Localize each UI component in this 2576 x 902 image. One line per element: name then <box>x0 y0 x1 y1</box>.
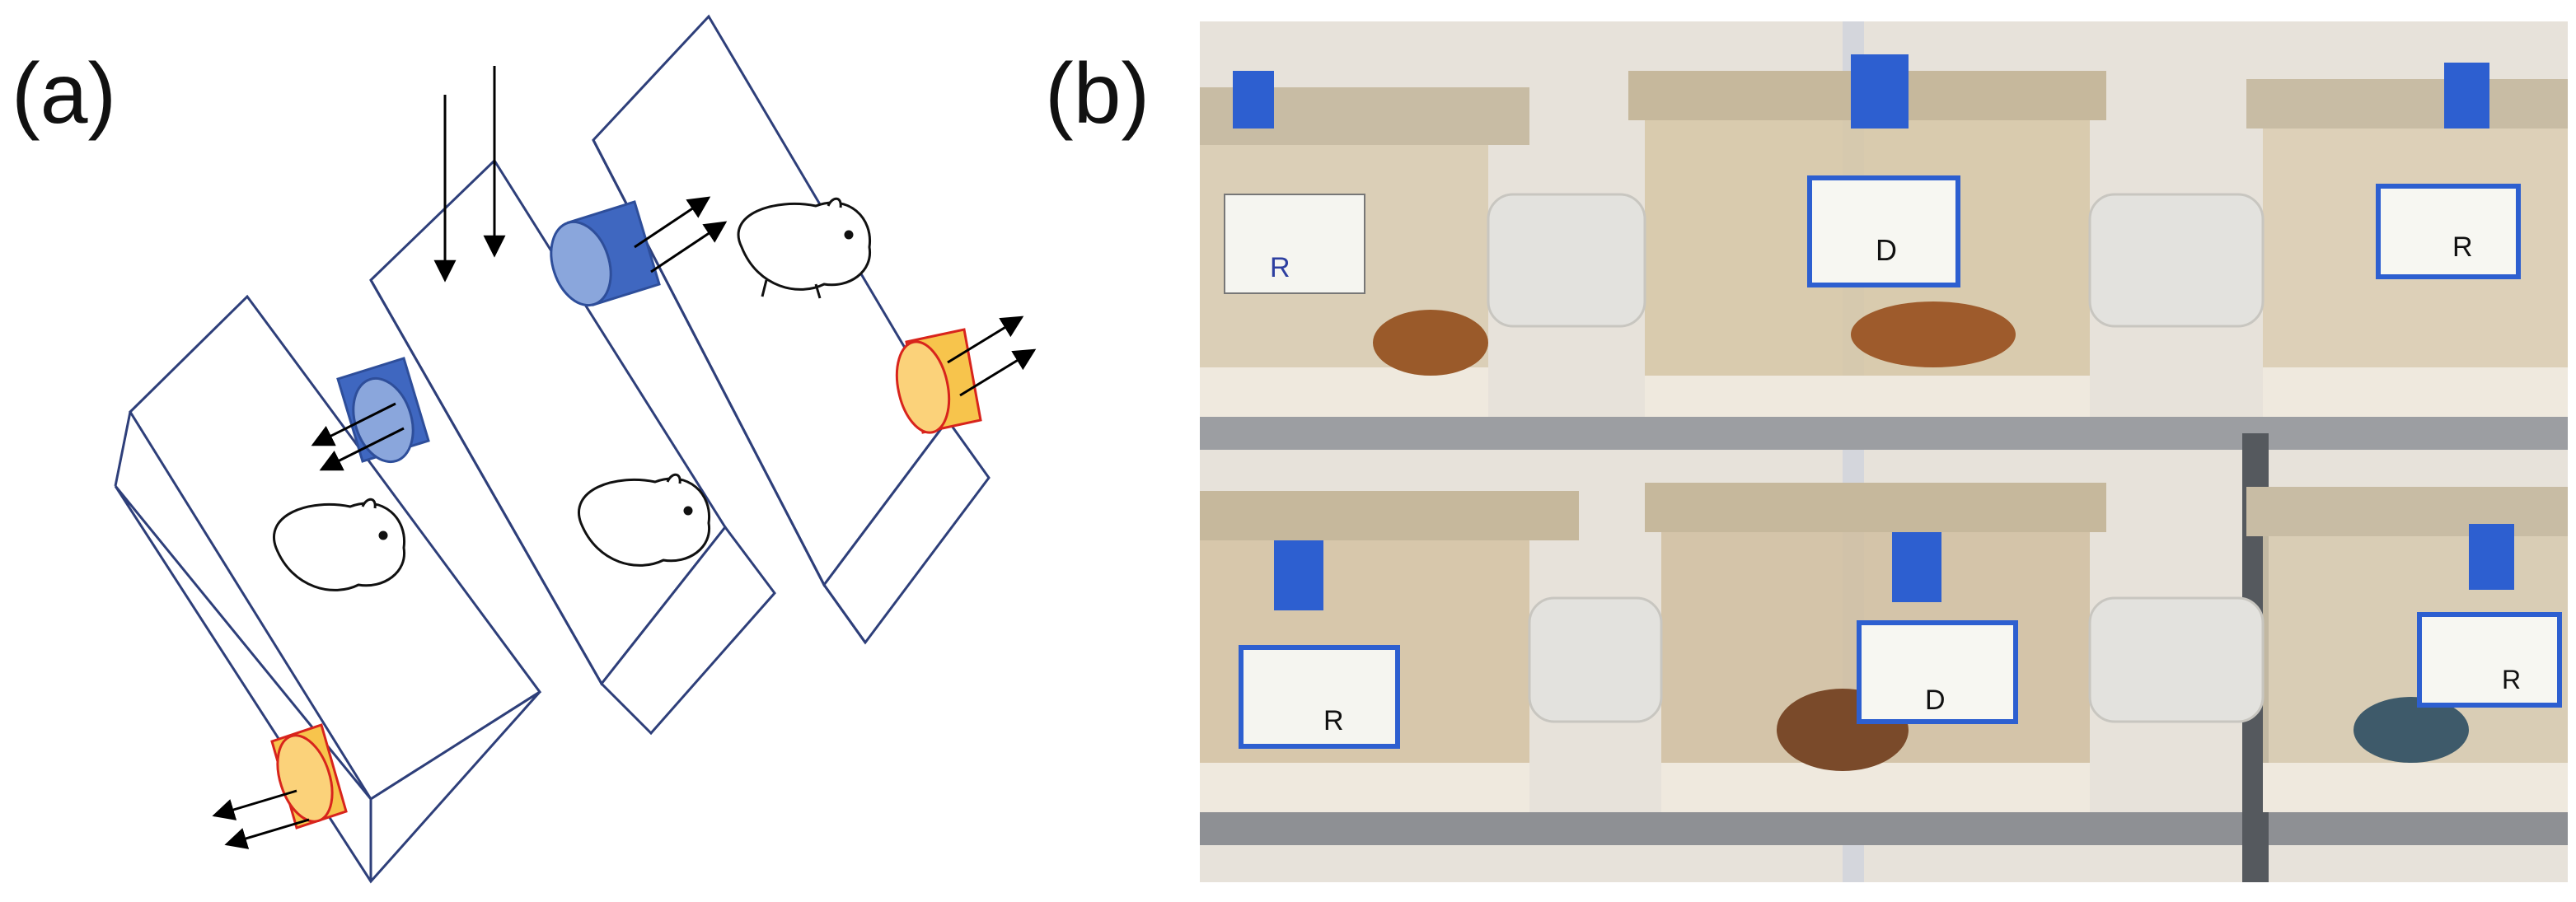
airflow-arrows-upper <box>634 196 728 273</box>
tube-top-left <box>1487 193 1646 328</box>
card-letter-bottom-middle: D <box>1925 685 1946 716</box>
upper-shelf <box>1200 417 2568 450</box>
airflow-arrows-lower <box>311 402 405 471</box>
cage-top-middle <box>1628 54 2106 417</box>
exhaust-filter-left <box>270 723 348 830</box>
card-letter-bottom-right: R <box>2502 665 2521 694</box>
panel-a-label: (a) <box>12 46 117 142</box>
cage-bottom-right <box>2246 487 2568 812</box>
cage-bottom-left <box>1200 491 1579 812</box>
cage-rack-photo: R D R R D R <box>1200 21 2568 882</box>
card-letter-top-left: R <box>1270 252 1290 283</box>
tube-bottom-right <box>2088 596 2265 723</box>
cage-connection-diagram <box>114 14 1037 884</box>
hamster-middle-cage <box>578 473 711 567</box>
tube-bottom-left <box>1528 596 1663 723</box>
card-letter-bottom-left: R <box>1323 705 1344 736</box>
cage-top-right <box>2246 63 2568 417</box>
card-letter-top-right: R <box>2452 231 2473 263</box>
card-letter-top-middle: D <box>1876 233 1897 267</box>
airflow-arrows-vertical <box>433 66 506 283</box>
hamster-right-cage <box>737 197 872 299</box>
hamster-left-cage <box>273 498 406 591</box>
airflow-arrows-right-filter <box>947 315 1037 397</box>
airflow-arrows-left-filter <box>212 789 310 849</box>
exhaust-filter-right <box>895 328 982 434</box>
cage-top-left <box>1200 71 1529 417</box>
panel-b-label: (b) <box>1045 46 1150 142</box>
connector-tube-upper <box>550 200 661 307</box>
lower-shelf <box>1200 812 2568 845</box>
tube-top-right <box>2088 193 2265 328</box>
cage-bottom-middle <box>1645 483 2106 812</box>
